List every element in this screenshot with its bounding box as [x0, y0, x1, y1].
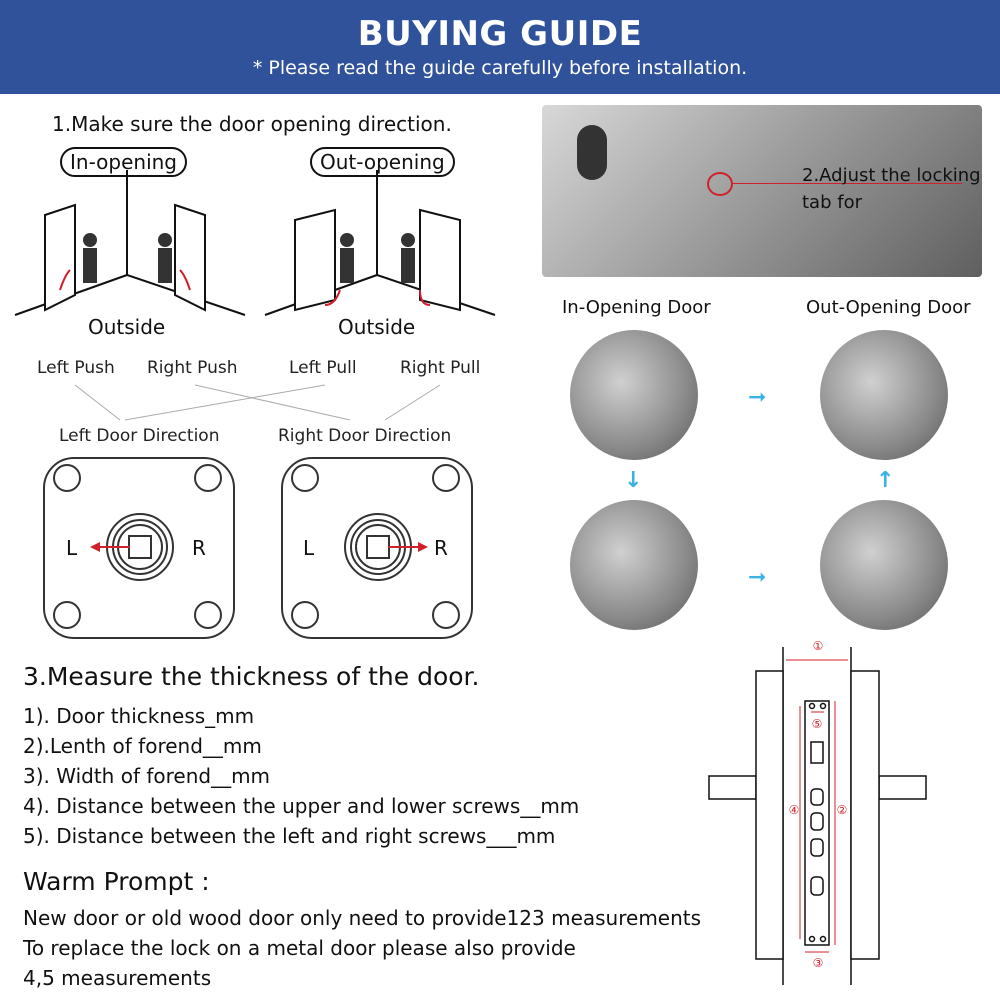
cylinder-hole [577, 125, 607, 180]
right-door-direction-label: Right Door Direction [278, 426, 452, 446]
page-subtitle: * Please read the guide carefully before… [252, 57, 748, 79]
out-opening-latch-rotated-photo [820, 500, 948, 630]
right-push-label: Right Push [147, 358, 238, 378]
measurement-item: 4). Distance between the upper and lower… [23, 794, 580, 818]
measurement-item: 2).Lenth of forend__mm [23, 734, 262, 758]
step3-title: 3.Measure the thickness of the door. [23, 662, 480, 691]
warm-line: 4,5 measurements [23, 966, 212, 990]
out-opening-latch-photo [820, 330, 948, 460]
pointer-line [732, 183, 962, 184]
arrow-up-icon: ↑ [876, 468, 895, 493]
out-opening-door-label: Out-Opening Door [806, 297, 971, 318]
direction-connector-lines [74, 384, 441, 421]
lock-body-photo [542, 105, 982, 277]
step2-title: 2.Adjust the locking tab for [802, 165, 981, 213]
left-door-lock-plate [43, 457, 235, 639]
step1-title: 1.Make sure the door opening direction. [52, 112, 452, 136]
arrow-right-icon: ➞ [748, 565, 767, 590]
outside-label-right: Outside [338, 315, 416, 339]
measurement-item: 3). Width of forend__mm [23, 764, 271, 788]
left-plate-R: R [192, 536, 206, 560]
out-opening-label: Out-opening [310, 147, 455, 177]
measure-4-marker: ④ [789, 803, 800, 817]
left-pull-label: Left Pull [289, 358, 357, 378]
page-title: BUYING GUIDE [357, 14, 643, 54]
right-plate-R: R [434, 536, 448, 560]
in-opening-door-label: In-Opening Door [562, 297, 711, 318]
measure-2-marker: ② [837, 803, 848, 817]
arrow-down-icon: ↓ [624, 468, 643, 493]
locking-tab-highlight [707, 172, 733, 196]
in-opening-label: In-opening [60, 147, 188, 177]
measurement-item: 1). Door thickness_mm [23, 704, 255, 728]
door-opening-illustration [14, 170, 496, 316]
measurement-list: 1). Door thickness_mm 2).Lenth of forend… [23, 701, 579, 851]
left-door-direction-label: Left Door Direction [59, 426, 220, 446]
left-push-label: Left Push [37, 358, 115, 378]
measure-5-marker: ⑤ [812, 717, 823, 731]
right-door-lock-plate [281, 457, 473, 639]
left-plate-L: L [66, 536, 78, 560]
in-opening-latch-photo [570, 330, 698, 460]
warm-prompt-text: New door or old wood door only need to p… [23, 903, 701, 993]
warm-prompt-title: Warm Prompt : [23, 867, 210, 896]
measurement-item: 5). Distance between the left and right … [23, 824, 556, 848]
header-banner: BUYING GUIDE * Please read the guide car… [0, 0, 1000, 94]
warm-line: To replace the lock on a metal door plea… [23, 936, 576, 960]
warm-line: New door or old wood door only need to p… [23, 906, 702, 930]
lock-measurement-diagram: ① ② ③ ④ ⑤ [708, 640, 927, 985]
outside-label-left: Outside [88, 315, 166, 339]
right-pull-label: Right Pull [400, 358, 481, 378]
measure-1-marker: ① [813, 640, 824, 653]
in-opening-latch-rotated-photo [570, 500, 698, 630]
right-plate-L: L [303, 536, 315, 560]
measure-3-marker: ③ [813, 956, 824, 970]
arrow-right-icon: ➞ [748, 385, 767, 410]
